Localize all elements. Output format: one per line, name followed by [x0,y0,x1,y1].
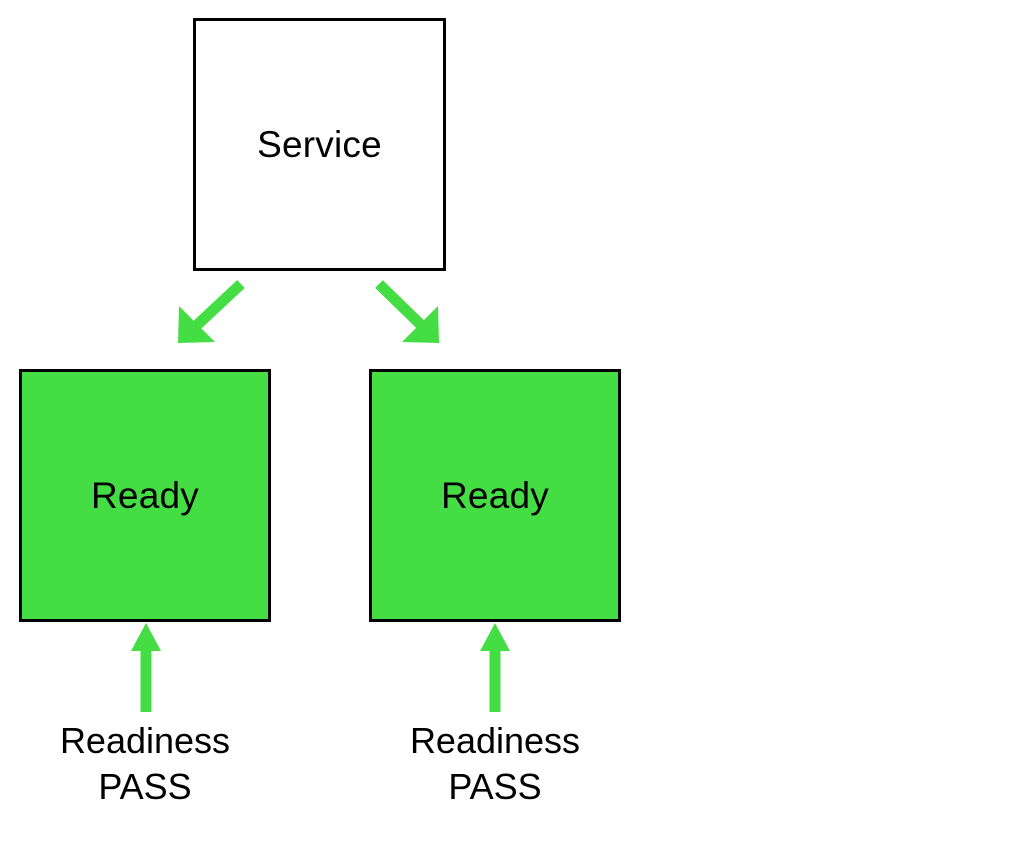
caption-readiness-pass-right: Readiness PASS [350,718,640,810]
caption-readiness-pass-right-line2: PASS [448,766,542,807]
caption-readiness-pass-left-line2: PASS [98,766,192,807]
caption-readiness-pass-left: Readiness PASS [0,718,290,810]
caption-readiness-pass-right-line1: Readiness [409,720,581,761]
caption-readiness-pass-left-line1: Readiness [59,720,231,761]
node-ready-right-label: Ready [441,475,549,516]
node-service[interactable]: Service [193,18,446,271]
arrow-service-to-ready-left-icon [178,279,245,343]
arrow-probe-to-ready-left-icon [131,623,161,712]
node-ready-right[interactable]: Ready [369,369,621,622]
arrow-service-to-ready-right-icon [375,280,439,343]
node-ready-left-label: Ready [91,475,199,516]
node-service-label: Service [257,124,382,165]
node-ready-left[interactable]: Ready [19,369,271,622]
arrow-probe-to-ready-right-icon [480,623,510,712]
